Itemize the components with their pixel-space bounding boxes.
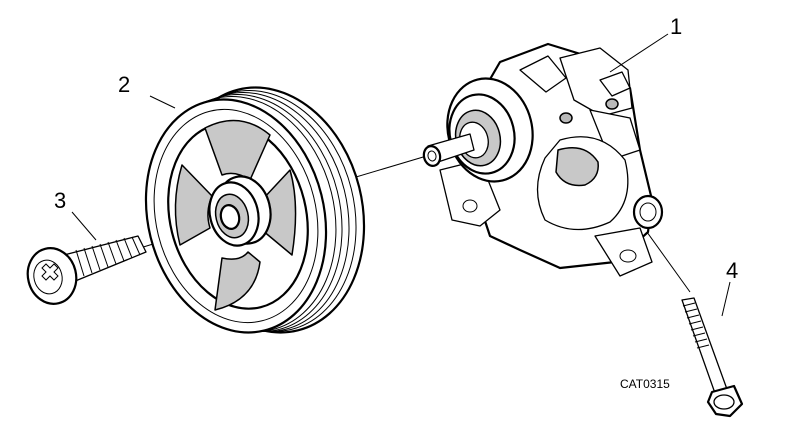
pulley-bolt (26, 235, 147, 305)
mounting-bolt (681, 297, 744, 418)
callout-2: 2 (118, 72, 130, 97)
pulley (144, 86, 366, 334)
callout-4: 4 (726, 258, 738, 283)
callout-1: 1 (670, 14, 682, 39)
power-steering-pump (422, 42, 664, 277)
callout-3: 3 (54, 188, 66, 213)
catalog-code: CAT0315 (620, 377, 670, 391)
callout-leaders (71, 33, 731, 317)
